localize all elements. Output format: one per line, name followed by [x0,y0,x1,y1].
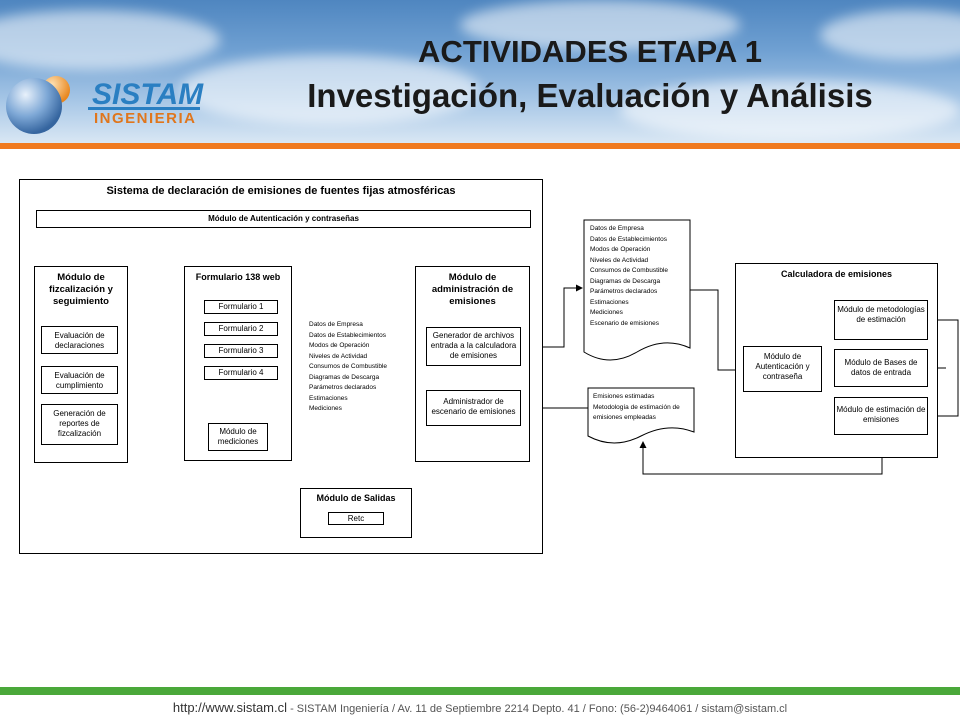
form-item-1: Formulario 1 [218,302,264,311]
fiscal-item-3: Generación de reportes de fizcalización [53,409,106,438]
sistam-logo: SISTAM INGENIERIA [4,68,214,138]
doc-list-item: Datos de Establecimientos [590,235,667,243]
mediciones-label: Módulo de mediciones [217,427,259,446]
doc-list-item: Datos de Empresa [590,225,644,232]
system-title: Sistema de declaración de emisiones de f… [106,185,456,197]
footer-link[interactable]: http://www.sistam.cl [172,700,288,715]
calc-auth-box [743,346,822,392]
calc-methods-label: Módulo de metodologías de estimación [837,305,925,324]
doc2-list-item: Metodología de estimación de emisiones e… [593,403,680,422]
calc-methods-box [834,300,928,340]
doc-list-item: Diagramas de Descarga [590,277,661,285]
fiscal-item-box [41,326,118,354]
arrow-list-item: Estimaciones [309,394,348,402]
calc-auth-label: Módulo de Autenticación y contraseña [755,352,810,381]
arrow-list-item: Niveles de Actividad [309,352,368,360]
generator-label: Generador de archivos entrada a la calcu… [430,331,517,360]
admin-module-title: Módulo de administración de emisiones [431,272,514,307]
header-divider [0,143,960,149]
header-banner [0,0,960,143]
footer-text: - SISTAM Ingeniería / Av. 11 de Septiemb… [287,703,788,715]
outputs-module-title: Módulo de Salidas [316,493,396,503]
fiscal-item-2: Evaluación de cumplimiento [54,371,105,390]
fiscal-item-box [41,404,118,445]
footer: http://www.sistam.cl - SISTAM Ingeniería… [0,700,960,715]
form-item-box [204,344,278,358]
output-document-shape [587,387,695,444]
footer-divider [0,687,960,695]
doc-list-item: Mediciones [590,309,623,316]
title-line-1: ACTIVIDADES ETAPA 1 [418,34,762,69]
svg-text:INGENIERIA: INGENIERIA [94,110,197,127]
scenario-label: Administrador de escenario de emisiones [431,397,516,416]
doc-list-item: Escenario de emisiones [590,319,660,327]
form-item-3: Formulario 3 [218,346,264,355]
calc-databases-box [834,349,928,387]
calc-estimation-box [834,397,928,435]
doc-list-item: Estimaciones [590,298,629,306]
retc-box [328,512,384,525]
doc-list-item: Niveles de Actividad [590,256,649,264]
arrow-list-item: Diagramas de Descarga [309,373,380,381]
arrow-list-item: Datos de Empresa [309,321,363,328]
form-item-box [204,366,278,380]
svg-text:SISTAM: SISTAM [92,78,204,111]
title-line-2: Investigación, Evaluación y Análisis [307,77,873,114]
auth-module-box [36,210,531,228]
arrow-list-item: Mediciones [309,405,342,412]
form-item-box [204,300,278,314]
form-item-4: Formulario 4 [218,368,264,377]
doc2-data-list: Emisiones estimadas Metodología de estim… [593,392,691,424]
auth-module-label: Módulo de Autenticación y contraseñas [208,214,359,223]
arrow-list-item: Consumos de Combustible [309,363,388,370]
doc2-list-item: Emisiones estimadas [593,393,655,400]
arrow-list-item: Datos de Establecimientos [309,331,386,339]
generator-box [426,327,521,366]
doc-list-item: Parámetros declarados [590,288,658,295]
arrow-list-item: Parámetros declarados [309,384,377,391]
form-module-title: Formulario 138 web [195,272,281,282]
fiscal-item-1: Evaluación de declaraciones [54,331,105,350]
calc-estimation-label: Módulo de estimación de emisiones [836,405,926,424]
fiscal-item-box [41,366,118,394]
scenario-box [426,390,521,426]
arrow-list-item: Modos de Operación [309,342,370,349]
input-document-shape [583,219,691,361]
page-title: ACTIVIDADES ETAPA 1 Investigación, Evalu… [230,30,950,118]
form-item-box [204,322,278,336]
calc-databases-label: Módulo de Bases de datos de entrada [844,358,918,377]
fiscal-module-title: Módulo de fizcalización y seguimiento [49,272,113,307]
mediciones-box [208,423,268,451]
doc-list-item: Consumos de Combustible [590,267,669,274]
arrow-data-list: Datos de Empresa Datos de Establecimient… [309,320,387,415]
retc-label: Retc [347,514,365,523]
calculator-title: Calculadora de emisiones [780,269,893,279]
doc-list-item: Modos de Operación [590,246,651,253]
doc-data-list: Datos de Empresa Datos de Establecimient… [590,224,668,329]
form-item-2: Formulario 2 [218,324,264,333]
